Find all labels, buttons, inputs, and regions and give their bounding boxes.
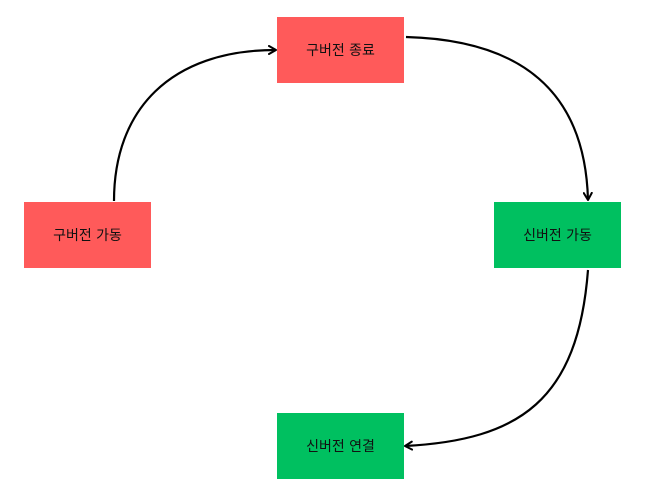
node-label: 신버전 연결: [306, 439, 375, 455]
edge-old-running-to-old-stopped: [112, 45, 277, 202]
node-label: 신버전 가동: [523, 228, 592, 244]
node-new-version-connected: 신버전 연결: [277, 413, 404, 479]
edge-new-running-to-new-connected: [404, 269, 590, 451]
node-label: 구버전 가동: [53, 228, 122, 244]
node-old-version-stopped: 구버전 종료: [277, 17, 404, 83]
node-label: 구버전 종료: [306, 43, 375, 59]
edge-old-stopped-to-new-running: [405, 35, 593, 201]
node-new-version-running: 신버전 가동: [494, 202, 621, 268]
node-old-version-running: 구버전 가동: [24, 202, 151, 268]
